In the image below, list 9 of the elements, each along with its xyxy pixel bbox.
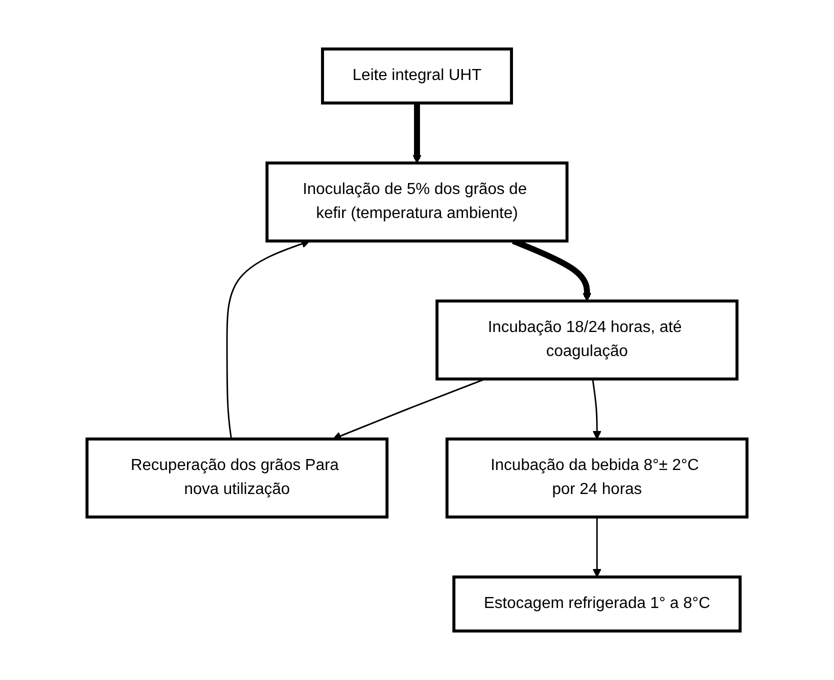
node-box: Incubação 18/24 horas, até coagulação <box>436 300 738 380</box>
arrow <box>412 103 422 164</box>
node-box: Recuperação dos grãos Para nova utilização <box>86 438 388 518</box>
node-box: Estocagem refrigerada 1° a 8°C <box>452 576 742 632</box>
node-box: Inoculação de 5% dos grãos de kefir (temperatura ambiente) <box>266 162 568 242</box>
arrow <box>592 517 602 578</box>
arrow <box>592 378 602 440</box>
node-box: Leite integral UHT <box>321 48 513 104</box>
node-box: Incubação da bebida 8°± 2°C por 24 horas <box>446 438 748 518</box>
